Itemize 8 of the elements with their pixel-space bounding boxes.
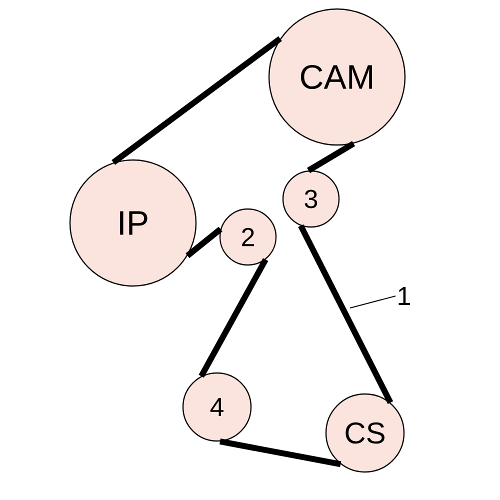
belt-segment bbox=[112, 36, 282, 165]
belt-segment bbox=[186, 226, 222, 258]
belt-segment bbox=[219, 438, 342, 468]
belt-segment bbox=[298, 224, 394, 404]
belt-segment bbox=[306, 140, 356, 174]
belt-segment bbox=[198, 258, 268, 378]
leader-line bbox=[350, 296, 396, 308]
part-number: 1 bbox=[398, 287, 410, 305]
